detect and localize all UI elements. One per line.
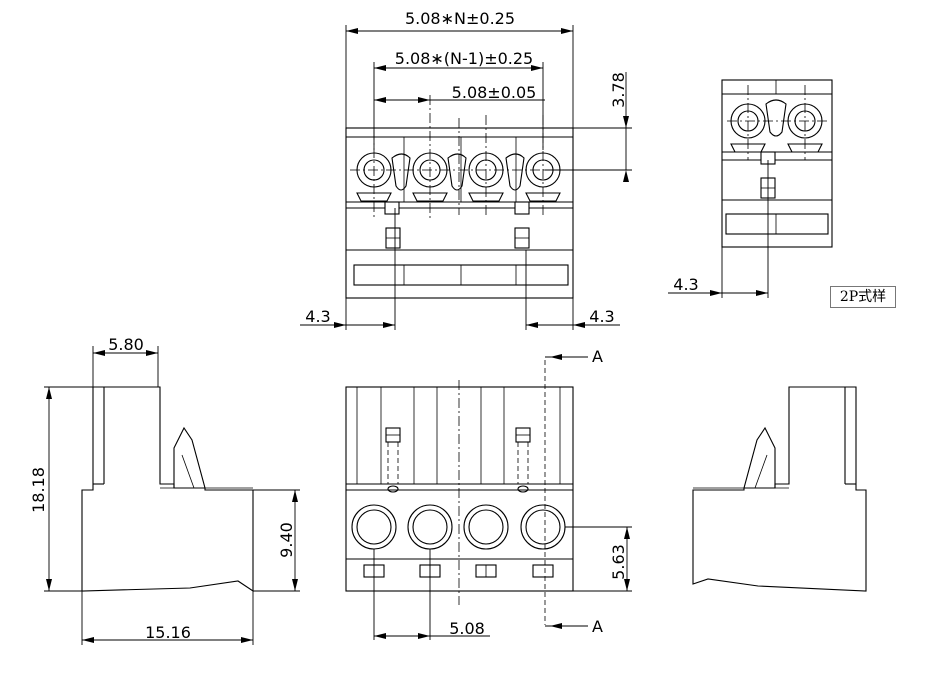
top-front-view bbox=[345, 95, 574, 299]
dim-pitch-tolerance: 5.08±0.05 bbox=[452, 83, 537, 102]
dim-depth: 15.16 bbox=[145, 623, 191, 642]
dim-side-edge: 4.3 bbox=[673, 275, 698, 294]
section-marker-top: A bbox=[592, 347, 603, 366]
sample-2p-view: 4.3 bbox=[668, 79, 833, 298]
front-view: A A 5.08 5.63 bbox=[345, 347, 632, 640]
dim-overall-width: 5.08∗N±0.25 bbox=[405, 9, 515, 28]
right-side-view bbox=[692, 386, 867, 592]
section-marker-bottom: A bbox=[592, 617, 603, 636]
dim-right-edge: 4.3 bbox=[589, 307, 614, 326]
wire-hole-2 bbox=[407, 504, 453, 550]
wire-hole-4 bbox=[520, 504, 566, 550]
dim-height-total: 18.18 bbox=[29, 467, 48, 513]
dim-left-edge: 4.3 bbox=[305, 307, 330, 326]
wire-hole-3 bbox=[463, 504, 509, 550]
dim-top-offset: 3.78 bbox=[609, 72, 628, 108]
dim-front-pitch: 5.08 bbox=[449, 619, 485, 638]
dim-span-width: 5.08∗(N-1)±0.25 bbox=[395, 49, 533, 68]
top-front-dimensions: 5.08∗N±0.25 5.08∗(N-1)±0.25 5.08±0.05 3.… bbox=[300, 9, 632, 330]
dim-hole-height: 5.63 bbox=[609, 544, 628, 580]
sample-badge: 2P式样 bbox=[830, 286, 896, 308]
wire-hole-1 bbox=[351, 504, 397, 550]
dim-side-top-width: 5.80 bbox=[108, 335, 144, 354]
dim-body-height: 9.40 bbox=[277, 522, 296, 558]
left-side-view: 5.80 18.18 9.40 15.16 bbox=[29, 335, 300, 645]
